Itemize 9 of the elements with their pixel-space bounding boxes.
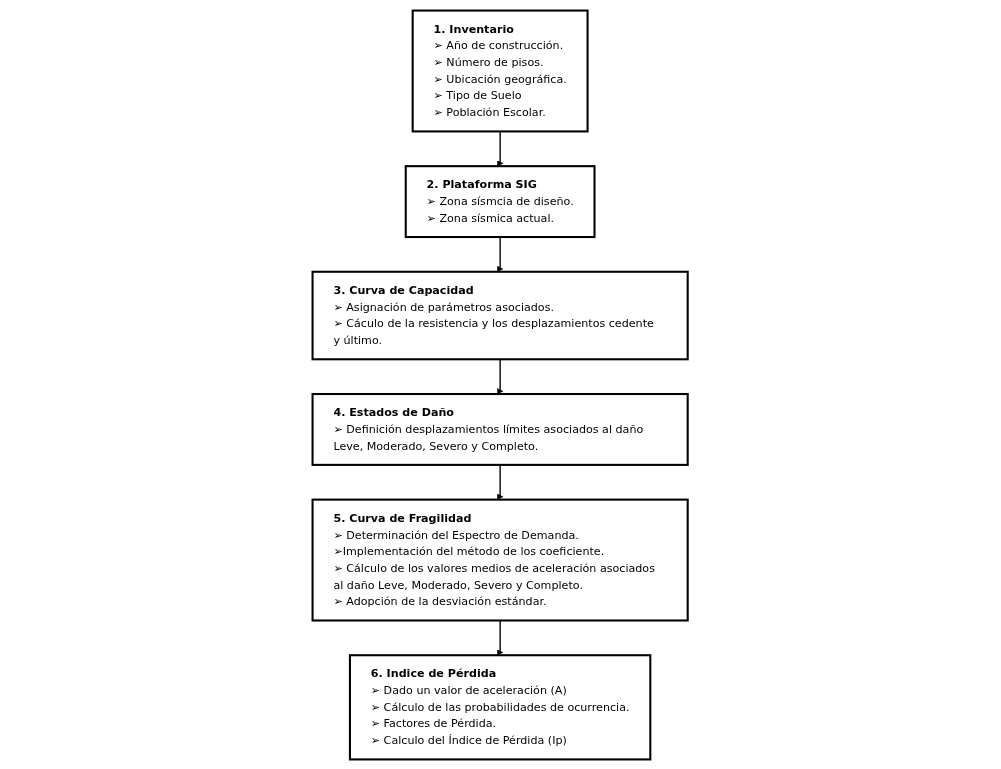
arrow — [497, 130, 504, 166]
node-box: 2. Plataforma SIG ➢ Zona sísmcia de diseño. ➢ Zona sísmica actual. — [405, 164, 596, 238]
arrow — [497, 619, 504, 655]
node-box: 3. Curva de Capacidad ➢ Asignación de parámetros asociados. ➢ Cáculo de la resistencia y los desplazamientos cedente y último. — [311, 270, 690, 360]
node-box: 1. Inventario ➢ Año de construcción. ➢ Número de pisos. ➢ Ubicación geográfica. ➢ Tipo de Suelo ➢ Población Escolar. — [412, 9, 589, 132]
node-box: 4. Estados de Daño ➢ Definición desplazamientos límites asociados al daño Leve, Moderado, Severo y Completo. — [311, 392, 690, 466]
arrow — [497, 358, 504, 394]
node-box: 6. Indice de Pérdida ➢ Dado un valor de aceleración (A) ➢ Cálculo de las probabilidades de ocurrencia. ➢ Factores de Pérdida. ➢ Calculo del Índice de Pérdida (Ip) — [349, 653, 652, 760]
node-box: 5. Curva de Fragilidad ➢ Determinación del Espectro de Demanda. ➢Implementación del método de los coeficiente. ➢ Cálculo de los valores medios de aceleración asociados al daño Leve, Moderado, Severo y Completo. ➢ Adopción de la desviación estándar. — [311, 498, 690, 622]
